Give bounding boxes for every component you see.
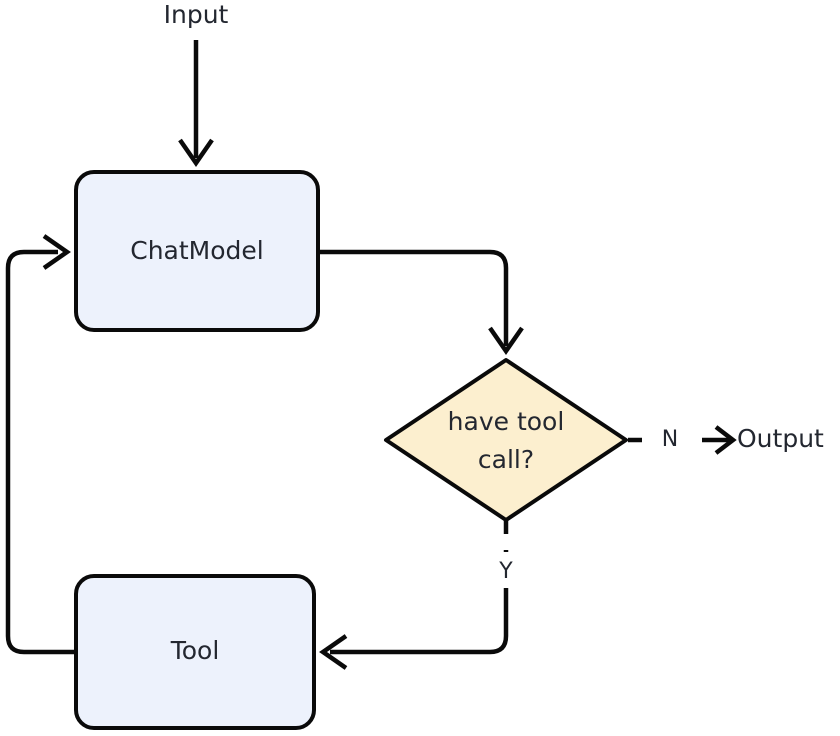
decision-label-line2: call? xyxy=(478,445,534,474)
input-label: Input xyxy=(164,0,229,29)
chatmodel-label: ChatModel xyxy=(130,236,263,265)
edge-decision-no-to-output xyxy=(628,425,737,455)
edge-chatmodel-to-decision xyxy=(320,249,524,355)
node-tool[interactable]: Tool xyxy=(74,574,316,730)
chatmodel-box[interactable] xyxy=(74,170,320,332)
edge-tool-to-chatmodel xyxy=(5,234,74,655)
output-label: Output xyxy=(737,424,824,453)
node-chatmodel[interactable]: ChatModel xyxy=(74,170,320,332)
branch-label-no: N xyxy=(662,427,678,452)
tool-label: Tool xyxy=(170,636,220,665)
node-decision[interactable]: have tool call? xyxy=(384,358,628,522)
decision-diamond[interactable] xyxy=(384,358,628,522)
decision-label-line1: have tool xyxy=(448,407,565,436)
tool-box[interactable] xyxy=(74,574,316,730)
edge-input-to-chatmodel xyxy=(178,40,214,167)
edge-decision-yes-to-tool xyxy=(319,520,509,670)
branch-label-yes: Y xyxy=(498,559,513,584)
